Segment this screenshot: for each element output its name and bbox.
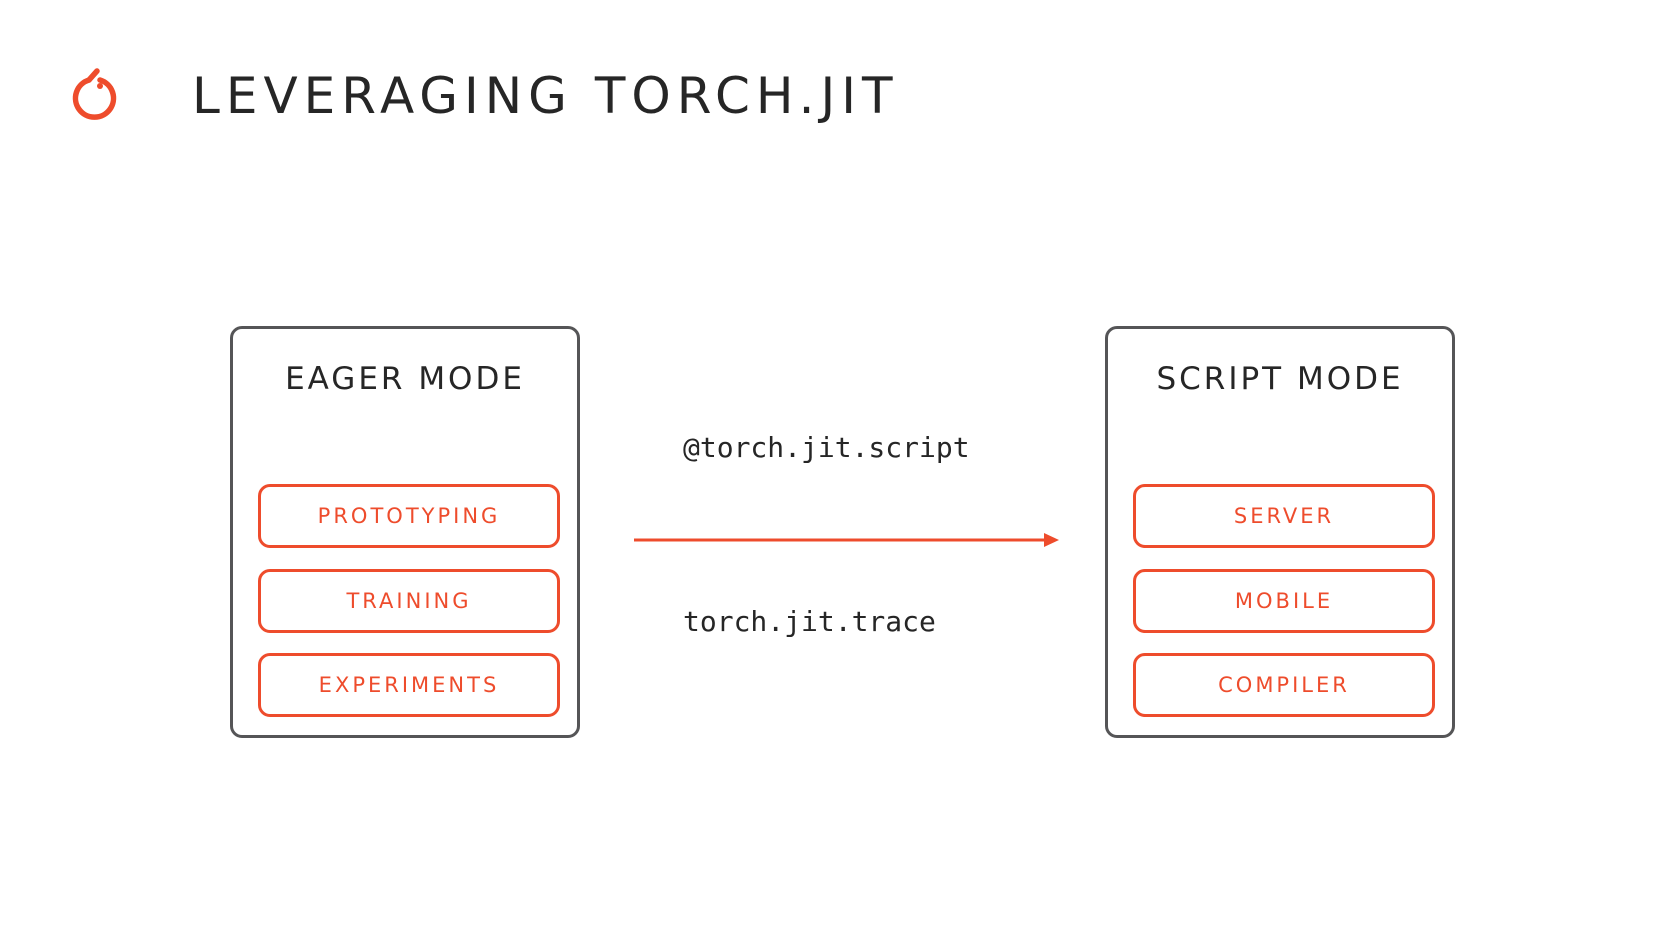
eager-mode-title: EAGER MODE — [285, 361, 525, 397]
arrow-right-icon — [634, 533, 1059, 547]
pytorch-logo-icon — [72, 68, 117, 120]
script-mode-box: SCRIPT MODE SERVER MOBILE COMPILER — [1105, 326, 1455, 738]
eager-item-prototyping: PROTOTYPING — [258, 484, 560, 548]
script-item-mobile: MOBILE — [1133, 569, 1435, 633]
script-item-compiler: COMPILER — [1133, 653, 1435, 717]
script-item-server: SERVER — [1133, 484, 1435, 548]
eager-mode-box: EAGER MODE PROTOTYPING TRAINING EXPERIME… — [230, 326, 580, 738]
page-title: LEVERAGING TORCH.JIT — [192, 67, 899, 125]
eager-item-experiments: EXPERIMENTS — [258, 653, 560, 717]
jit-script-label: @torch.jit.script — [683, 431, 970, 464]
jit-trace-label: torch.jit.trace — [683, 605, 936, 638]
eager-item-training: TRAINING — [258, 569, 560, 633]
script-mode-title: SCRIPT MODE — [1156, 361, 1404, 397]
